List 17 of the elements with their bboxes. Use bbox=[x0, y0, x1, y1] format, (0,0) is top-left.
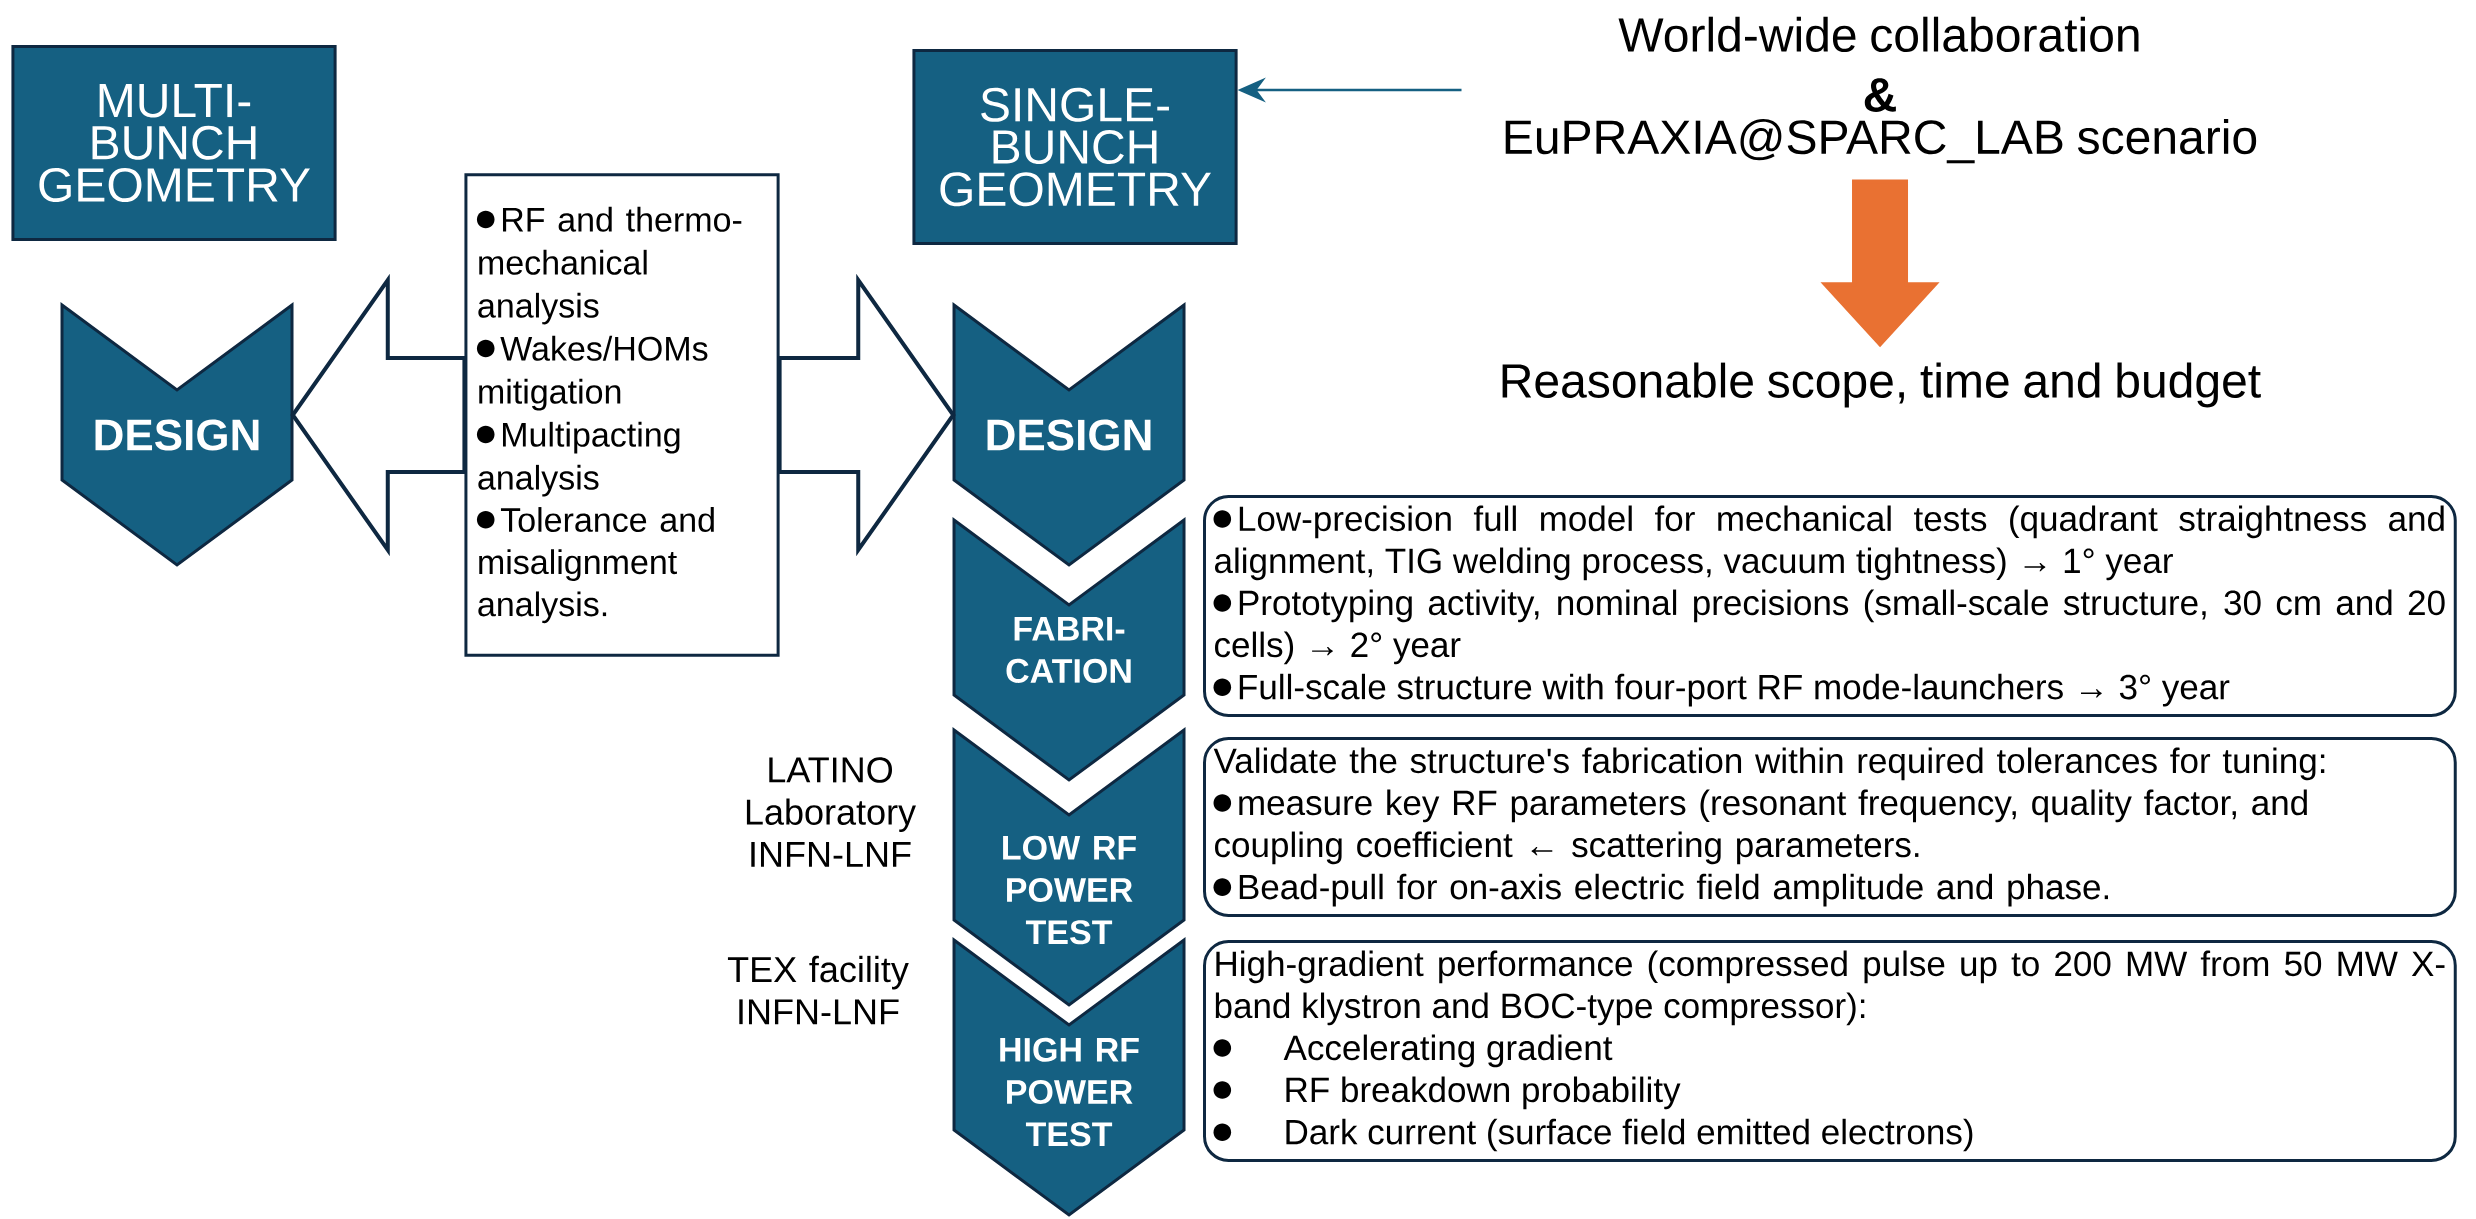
geometry-box: MULTI-BUNCH GEOMETRY bbox=[11, 44, 337, 242]
text-label: Reasonable scope, time and budget bbox=[1502, 362, 2261, 408]
note-box: Low-precision full model for mechanical tests (quadrant straightness and alignment, TIG welding process, vacuum tightness) → 1° year Prototyping activity, nominal precisions (small-scale structure, 30 cm and 20 cells) → 2° year Full-scale structure with four-port RF mode-launchers → 3° year bbox=[1203, 495, 2457, 717]
process-step: DESIGN bbox=[952, 302, 1186, 567]
node-label: HIGH RF POWER TEST bbox=[1000, 1037, 1139, 1147]
side-label: LATINO Laboratory INFN-LNF bbox=[746, 757, 916, 867]
process-step: DESIGN bbox=[60, 302, 294, 567]
block-arrow bbox=[1820, 179, 1940, 348]
text-label: World-wide collaboration & EuPRAXIA@SPARC_LAB scenario bbox=[1505, 16, 2257, 164]
process-step: FABRI-CATION bbox=[952, 517, 1186, 782]
geometry-box: SINGLE-BUNCH GEOMETRY bbox=[912, 48, 1238, 246]
block-arrow bbox=[290, 273, 467, 557]
block-arrow bbox=[777, 273, 956, 557]
side-label: TEX facility INFN-LNF bbox=[727, 955, 909, 1025]
note-box: High-gradient performance (compressed pulse up to 200 MW from 50 MW X-band klystron and BOC-type compressor): Accelerating gradient RF breakdown probability Dark current (surface field emitted electrons) bbox=[1203, 940, 2457, 1162]
note-box: Validate the structure's fabrication within required tolerances for tuning: measure key RF parameters (resonant frequency, quality factor, and coupling coefficient ← scattering parameters. Bead-pull for on-axis electric field amplitude and phase. bbox=[1203, 737, 2457, 917]
bullet-list-box: RF and thermo-mechanical analysis Wakes/HOMs mitigation Multipacting analysis Tolerance and misalignment analysis. bbox=[464, 173, 780, 657]
